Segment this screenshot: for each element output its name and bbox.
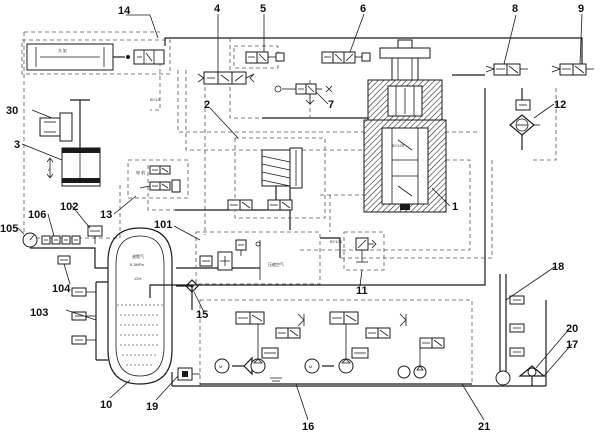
pipe-label-a: BY125: [392, 143, 405, 148]
svg-text:大 缸: 大 缸: [58, 47, 67, 53]
component-30-motor: [39, 112, 73, 142]
callout-8: 8: [512, 3, 518, 15]
compress-gas-label: 压缩空气: [268, 261, 284, 267]
callout-19: 19: [146, 401, 158, 413]
callout-6: 6: [360, 3, 366, 15]
pipe-label-b: BY12: [150, 97, 161, 102]
callout-101: 101: [154, 219, 172, 231]
pipe-label-c: BY123: [330, 239, 343, 244]
callout-10: 10: [100, 399, 112, 411]
callout-7: 7: [328, 99, 334, 111]
svg-text:M: M: [309, 364, 312, 369]
pipe-labels: BY125 BY12 BY123 A: [48, 97, 405, 244]
component-6-valve: [321, 51, 371, 64]
component-12-exchanger: [509, 99, 540, 150]
component-106-valve-bank: [41, 235, 81, 245]
callout-numbers: 14 4 5 6 8 9 30 2 7 12 3 1 13 102 106 10…: [0, 3, 584, 433]
tank-label-3: 12H: [134, 276, 141, 281]
callout-18: 18: [552, 261, 564, 273]
component-103-level-gauge: [71, 281, 108, 361]
component-14-cylinder: 大 缸: [21, 39, 171, 75]
callout-3: 3: [14, 139, 20, 151]
callout-103: 103: [30, 307, 48, 319]
callout-9: 9: [578, 3, 584, 15]
component-5-valve: [233, 45, 285, 69]
callout-5: 5: [260, 3, 266, 15]
callout-105: 105: [0, 223, 18, 235]
callout-21: 21: [478, 421, 490, 433]
component-8-valve: [485, 63, 528, 76]
callout-4: 4: [214, 3, 221, 15]
component-102-switch: [87, 225, 103, 244]
component-2-valve: [227, 137, 326, 219]
leader-lines: [17, 13, 583, 421]
callout-16: 16: [302, 421, 314, 433]
callout-30: 30: [6, 105, 18, 117]
component-19-heater: [177, 367, 200, 381]
callout-17: 17: [566, 339, 578, 351]
component-3-cylinder: [46, 99, 101, 187]
component-16-pump-station: M M: [199, 299, 473, 387]
component-7-valve: [274, 83, 333, 105]
component-4-valve: [197, 71, 255, 85]
component-104-valve: [57, 255, 71, 265]
callout-106: 106: [28, 209, 46, 221]
callout-11: 11: [356, 285, 368, 297]
callout-102: 102: [60, 201, 78, 213]
callout-104: 104: [52, 283, 71, 295]
component-15-valve: [185, 279, 199, 293]
arrow-a-label: A: [48, 167, 51, 172]
component-9-valve: [551, 63, 594, 76]
callout-15: 15: [196, 309, 208, 321]
component-10-tank: 液氮气 8.3MPa 12H: [107, 227, 173, 385]
tank-liquid-fill: [120, 314, 160, 366]
svg-text:电 机: 电 机: [136, 169, 145, 175]
callout-12: 12: [554, 99, 566, 111]
component-105-gauge: [22, 232, 38, 248]
component-17-20-vent: [171, 300, 547, 387]
component-11-relief: [343, 231, 385, 271]
callout-14: 14: [118, 5, 131, 17]
callout-2: 2: [204, 99, 210, 111]
callout-20: 20: [566, 323, 578, 335]
callout-1: 1: [452, 201, 458, 213]
callout-13: 13: [100, 209, 112, 221]
tank-label-1: 液氮气: [132, 253, 144, 259]
component-1-vessel: [363, 39, 447, 213]
component-18-sensor: [495, 274, 525, 386]
component-13-manifold: 电 机: [127, 159, 189, 199]
component-101-supply: 压缩空气: [195, 231, 321, 285]
tank-label-2: 8.3MPa: [130, 262, 145, 267]
svg-text:M: M: [219, 364, 222, 369]
